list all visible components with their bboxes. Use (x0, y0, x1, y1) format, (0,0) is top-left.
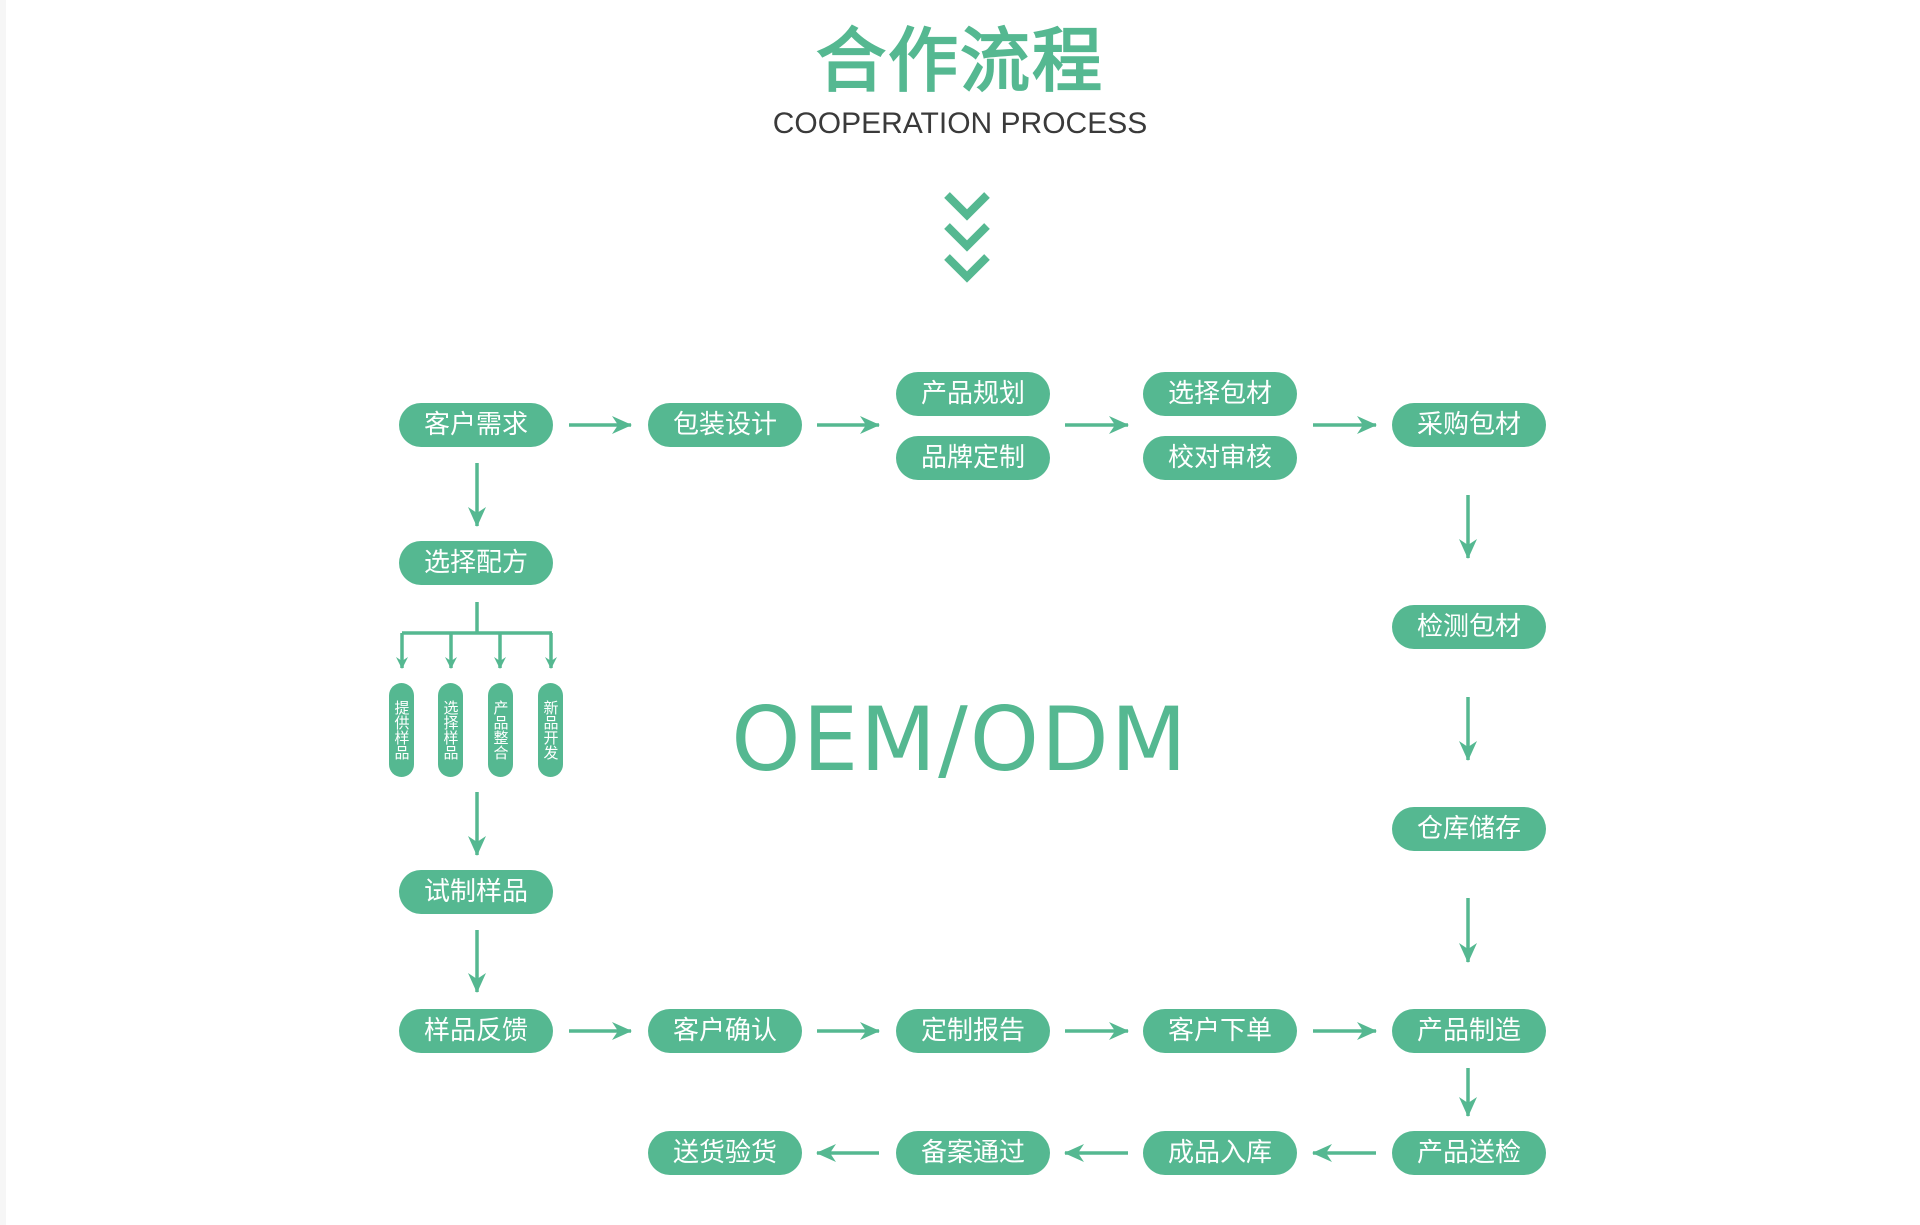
step-finished-storage: 成品入库 (1143, 1131, 1297, 1175)
step-purchase-packaging: 采购包材 (1392, 403, 1546, 447)
chevron-down-icon (944, 223, 990, 252)
step-select-formula: 选择配方 (399, 541, 553, 585)
option-product-integration: 产品整合 (488, 683, 513, 777)
page-title: 合作流程 (816, 20, 1104, 102)
step-customer-order: 客户下单 (1143, 1009, 1297, 1053)
step-brand-customization: 品牌定制 (896, 436, 1050, 480)
option-select-sample: 选择样品 (438, 683, 463, 777)
step-sample-feedback: 样品反馈 (399, 1009, 553, 1053)
page-subtitle: COOPERATION PROCESS (772, 107, 1148, 140)
step-inspect-packaging: 检测包材 (1392, 605, 1546, 649)
oem-odm-label: OEM/ODM (731, 688, 1189, 791)
option-provide-sample: 提供样品 (389, 683, 414, 777)
step-product-inspection: 产品送检 (1392, 1131, 1546, 1175)
step-trial-sample: 试制样品 (399, 870, 553, 914)
triple-chevron-down-icon (944, 192, 990, 283)
step-packaging-design: 包装设计 (648, 403, 802, 447)
step-product-manufacturing: 产品制造 (1392, 1009, 1546, 1053)
step-customer-demand: 客户需求 (399, 403, 553, 447)
step-warehouse-storage: 仓库储存 (1392, 807, 1546, 851)
step-custom-report: 定制报告 (896, 1009, 1050, 1053)
step-select-packaging: 选择包材 (1143, 372, 1297, 416)
chevron-down-icon (944, 254, 990, 283)
step-delivery-acceptance: 送货验货 (648, 1131, 802, 1175)
step-customer-confirm: 客户确认 (648, 1009, 802, 1053)
step-product-planning: 产品规划 (896, 372, 1050, 416)
chevron-down-icon (944, 192, 990, 221)
option-new-product-development: 新品开发 (538, 683, 563, 777)
step-proofread-review: 校对审核 (1143, 436, 1297, 480)
step-filing-approved: 备案通过 (896, 1131, 1050, 1175)
left-edge-strip (0, 0, 6, 1225)
